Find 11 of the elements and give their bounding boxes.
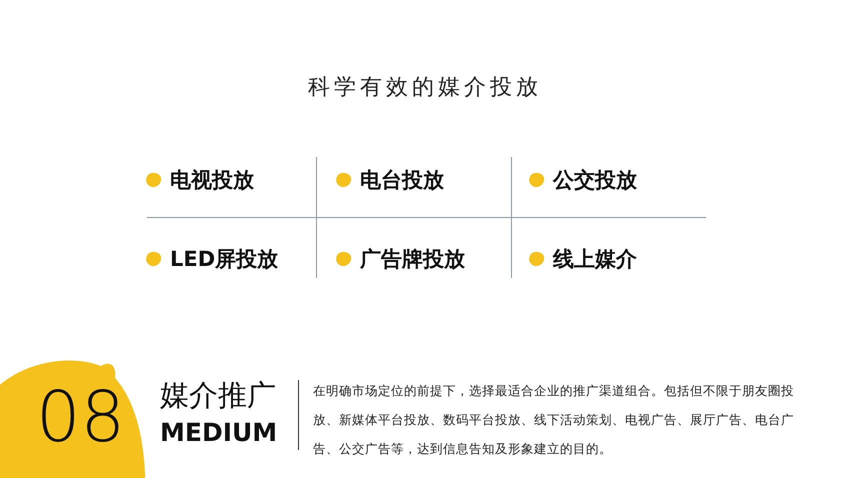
title: 科学有效的媒介投放 — [307, 74, 543, 102]
item-label: 公交投放 — [553, 167, 637, 194]
item-label: LED屏投放 — [170, 246, 278, 273]
item-label: 线上媒介 — [553, 246, 637, 273]
section-heading: 媒介推广 — [160, 377, 276, 414]
item-label: 电台投放 — [360, 167, 444, 194]
description-paragraph: 在明确市场定位的前提下，选择最适合企业的推广渠道组合。包括但不限于朋友圈投放、新媒体平台投放、数码平台投放、线下活动策划、电视广告、展厅广告、电台广告、公交广告等，达到信息告知及形象建立的目的。 — [313, 382, 795, 458]
section-number: 08 — [36, 382, 126, 452]
section-subheading: MEDIUM — [160, 418, 278, 447]
item-label: 电视投放 — [170, 167, 254, 194]
item-label: 广告牌投放 — [360, 246, 465, 273]
